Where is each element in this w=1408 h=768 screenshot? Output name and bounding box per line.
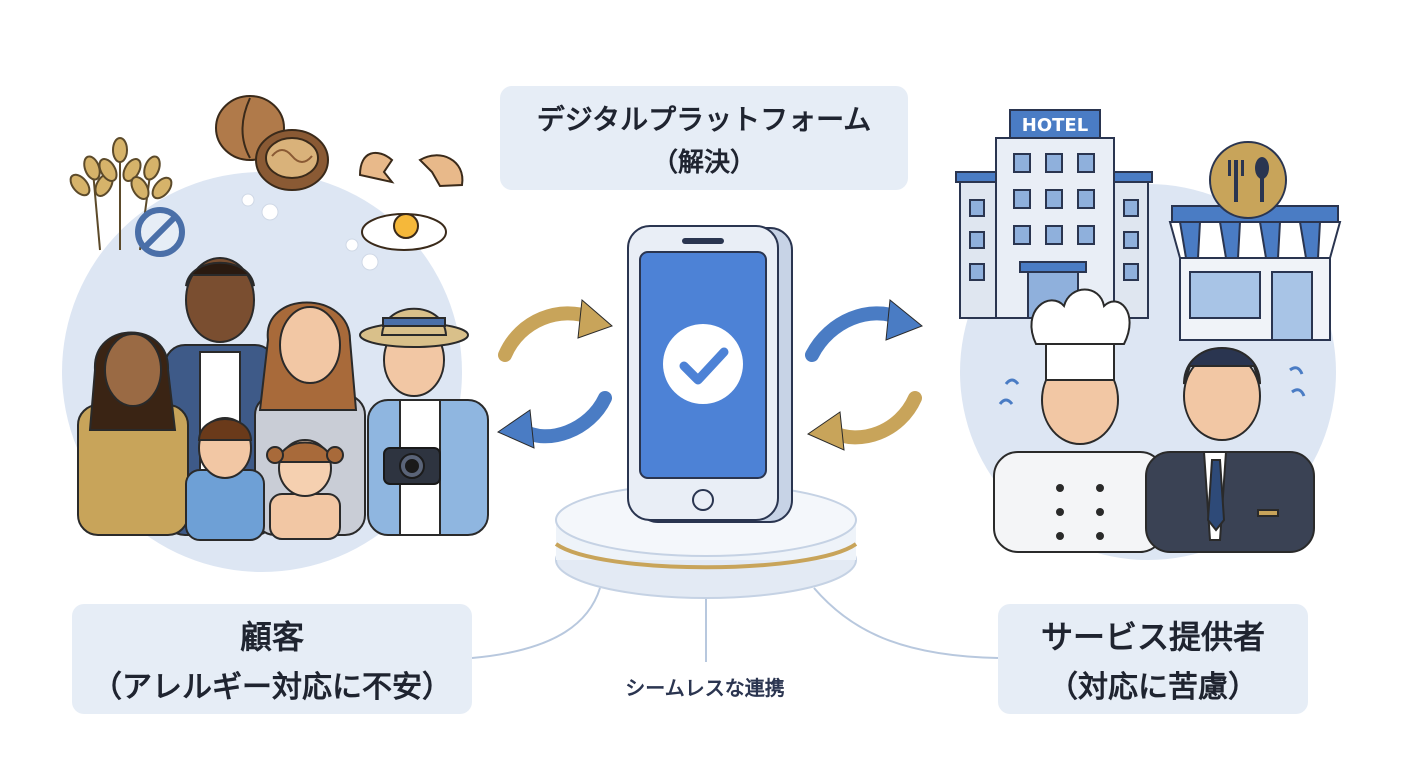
checkmark-icon [663,324,743,404]
sync-arrows-icon [496,298,923,451]
connection-label: シームレスな連携 [625,676,785,700]
arrow-right-top-head [885,299,923,341]
customer-title: 顧客 [239,618,304,656]
arrow-right-bottom [825,391,922,445]
platform-label-box: デジタルプラットフォーム （解決） [500,86,908,190]
arrow-right-bottom-head [806,411,845,451]
platform-subtitle: （解決） [651,147,756,178]
thought-bubbles [241,193,379,271]
provider-title: サービス提供者 [1040,618,1265,656]
connector-right [813,587,999,659]
walnut-icon [215,95,329,191]
arrow-left-top-head [577,298,613,339]
arrow-left-bottom-head [496,409,535,449]
provider-label-box: サービス提供者 （対応に苦慮） [998,604,1308,714]
arrow-left-bottom [515,391,612,444]
wheat-icon [69,137,173,251]
hotel-icon: HOTEL [955,109,1153,319]
chef-icon [993,288,1165,553]
camera-icon [383,447,441,485]
hotel-sign-text: HOTEL [1022,115,1088,136]
platform-title: デジタルプラットフォーム [536,102,872,136]
provider-subtitle: （対応に苦慮） [1048,670,1258,705]
egg-icon [358,151,464,251]
staff-icon [1145,347,1315,553]
customer-subtitle: （アレルギー対応に不安） [92,670,452,705]
restaurant-icon [1168,205,1342,341]
connector-left [471,587,601,659]
no-sign-icon [135,207,185,257]
fork-spoon-icon [1209,141,1287,219]
customer-label-box: 顧客 （アレルギー対応に不安） [72,604,472,714]
family-icon [77,257,489,541]
